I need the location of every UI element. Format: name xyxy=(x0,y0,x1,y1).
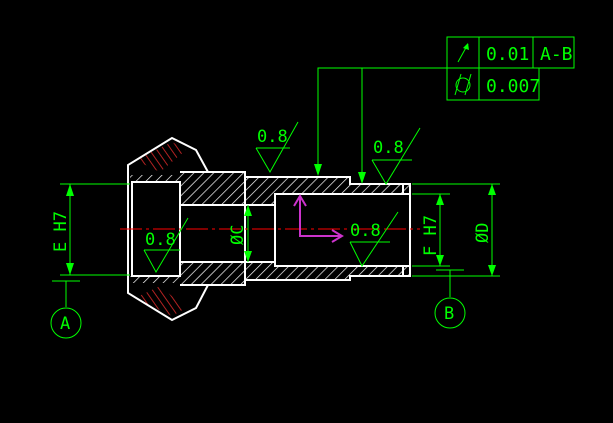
runout-value: 0.01 xyxy=(486,44,529,65)
roughness-top-right: 0.8 xyxy=(371,127,421,185)
dim-right-inner-text: F H7 xyxy=(421,215,441,256)
dimension-lines xyxy=(60,183,500,277)
cylindricity-value: 0.007 xyxy=(486,76,540,97)
dim-left-text: E H7 xyxy=(51,211,71,252)
roughness-top-left: 0.8 xyxy=(255,121,299,174)
roughness-bore-right: 0.8 xyxy=(349,211,399,267)
roughness-bore-left-text: 0.8 xyxy=(145,230,176,250)
dim-right-outer-text: ØD xyxy=(473,223,493,243)
datum-b: B xyxy=(434,269,466,329)
part-outline xyxy=(127,136,411,322)
tolerance-frame: 0.01 A-B 0.007 xyxy=(446,36,575,101)
dim-center-text: ØC xyxy=(228,225,248,245)
datum-a: A xyxy=(50,280,82,339)
roughness-bore-right-text: 0.8 xyxy=(350,221,381,241)
tolerance-leaders xyxy=(314,67,447,184)
circular-runout-icon xyxy=(457,43,469,63)
roughness-top-right-text: 0.8 xyxy=(373,138,404,158)
roughness-bore-left: 0.8 xyxy=(143,217,189,274)
roughness-top-left-text: 0.8 xyxy=(257,127,288,147)
part-section xyxy=(130,142,410,316)
ucs-icon xyxy=(293,194,344,243)
datum-b-label: B xyxy=(444,304,454,324)
cylindricity-icon xyxy=(454,73,472,96)
runout-datum: A-B xyxy=(540,44,573,65)
datum-a-label: A xyxy=(60,314,70,334)
